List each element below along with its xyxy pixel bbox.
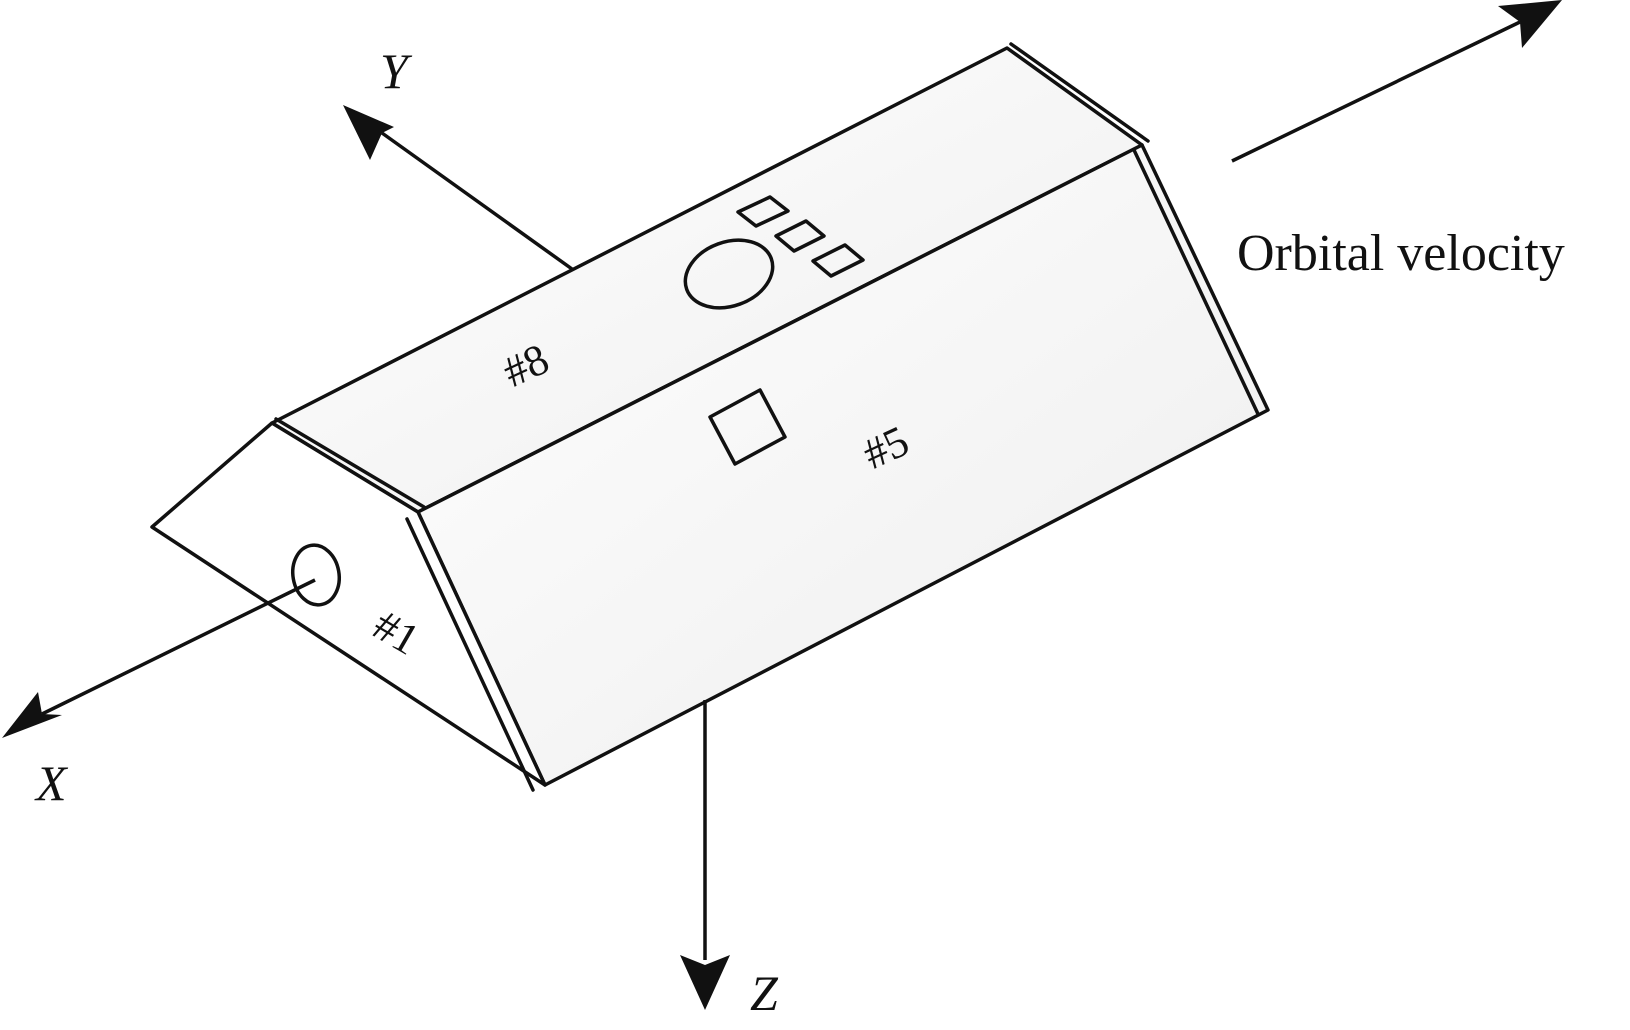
side-sensor-square — [708, 388, 787, 466]
top-back-bevel — [1009, 42, 1150, 143]
z-axis — [680, 700, 730, 1010]
y-axis-arrowhead — [343, 105, 394, 160]
y-axis-label: Y — [380, 43, 413, 99]
front-sensor-circle — [291, 543, 341, 607]
top-front-bevel — [274, 417, 426, 509]
back-side-bevel — [1132, 148, 1260, 416]
orbital-velocity-label: Orbital velocity — [1237, 225, 1565, 282]
velocity-arrowhead — [1498, 0, 1562, 48]
z-axis-arrowhead — [680, 955, 730, 1010]
top-small-sensor-3 — [811, 243, 865, 278]
x-axis-arrowhead — [2, 692, 62, 738]
x-axis — [2, 578, 316, 738]
front-face — [150, 421, 547, 787]
x-axis-label: X — [34, 755, 69, 811]
front-side-bevel — [405, 517, 535, 792]
orbital-velocity-arrow — [1231, 0, 1562, 163]
spacecraft-body: #8 #5 #1 — [150, 42, 1270, 792]
y-axis — [343, 105, 574, 271]
top-sensor-circle — [683, 238, 775, 310]
top-small-sensor-1 — [736, 195, 790, 228]
z-axis-label: Z — [750, 965, 779, 1021]
top-small-sensor-2 — [774, 219, 826, 253]
